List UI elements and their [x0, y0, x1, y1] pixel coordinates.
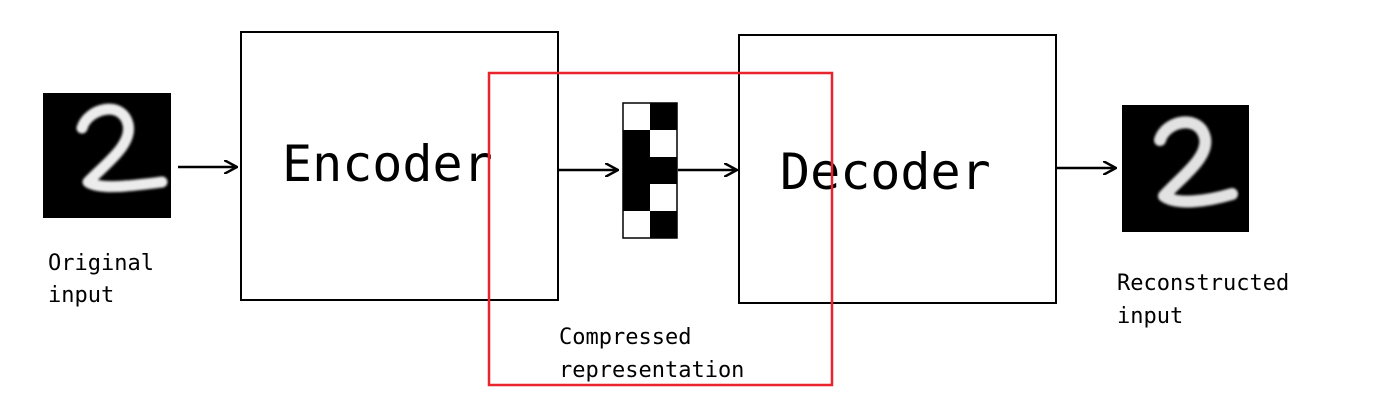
highlight-rectangle [487, 71, 834, 387]
code-cell [623, 157, 650, 184]
original-input-image [43, 93, 171, 218]
reconstructed-input-label: Reconstructed input [1117, 271, 1302, 329]
code-grid-border [622, 102, 678, 239]
original-digit-stroke [76, 103, 168, 193]
code-cell [623, 103, 650, 130]
code-cell [650, 103, 677, 130]
code-cell [650, 211, 677, 238]
compressed-code-grid [622, 102, 678, 239]
code-cell [623, 184, 650, 211]
code-cell [623, 130, 650, 157]
code-cell [650, 184, 677, 211]
code-cell [650, 157, 677, 184]
reconstructed-digit-stroke [1154, 116, 1238, 208]
decoder-box [738, 34, 1057, 304]
encoder-box [240, 31, 559, 301]
encoder-label: Encoder [282, 135, 493, 193]
compressed-representation-label: Compressed representation [559, 325, 744, 383]
decoder-label: Decoder [780, 143, 991, 201]
original-input-label: Original input [48, 251, 167, 308]
code-cell [650, 130, 677, 157]
code-cell [623, 211, 650, 238]
reconstructed-input-image [1122, 105, 1249, 232]
